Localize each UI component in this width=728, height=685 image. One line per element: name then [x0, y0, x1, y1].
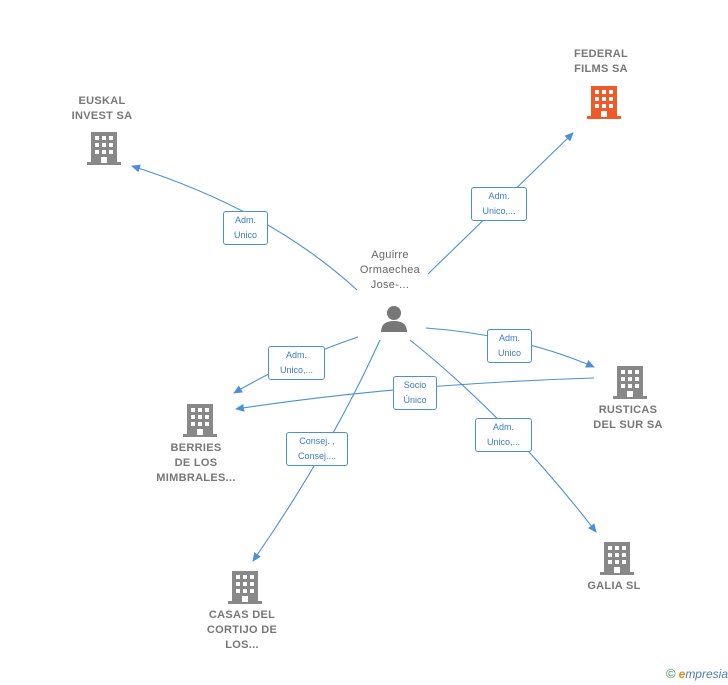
- building-icon[interactable]: [613, 364, 647, 400]
- brand-logo-text: mpresia: [685, 667, 728, 681]
- copyright-icon: ©: [666, 666, 676, 681]
- relation-label-rusticas-del-sur[interactable]: Adm. Unico: [487, 329, 532, 363]
- company-label-federal-films[interactable]: FEDERAL FILMS SA: [573, 48, 629, 75]
- company-label-galia[interactable]: GALIA SL: [587, 580, 641, 592]
- building-icon[interactable]: [587, 84, 621, 120]
- relation-label-galia[interactable]: Adm. Unico,...: [475, 418, 532, 452]
- relation-label-euskal-invest[interactable]: Adm. Unico: [223, 211, 268, 245]
- relation-label-berries[interactable]: Adm. Unico,...: [268, 346, 325, 380]
- company-label-casas-del-cortijo[interactable]: CASAS DEL CORTIJO DE LOS...: [206, 609, 278, 651]
- building-icon[interactable]: [183, 402, 217, 438]
- relation-label-federal-films[interactable]: Adm. Unico,...: [471, 187, 527, 221]
- building-icon[interactable]: [600, 540, 634, 576]
- person-name[interactable]: Aguirre Ormaechea Jose-...: [359, 249, 421, 291]
- brand-logo-initial: e: [678, 667, 686, 681]
- relation-label-berries-socio[interactable]: Socio Único: [393, 376, 437, 410]
- building-icon[interactable]: [87, 130, 121, 166]
- footer-brand[interactable]: ©empresia: [666, 666, 728, 681]
- person-icon[interactable]: [379, 303, 409, 333]
- company-label-rusticas-del-sur[interactable]: RUSTICAS DEL SUR SA: [593, 404, 663, 431]
- company-label-euskal-invest[interactable]: EUSKAL INVEST SA: [71, 95, 133, 122]
- company-label-berries[interactable]: BERRIES DE LOS MIMBRALES...: [156, 442, 236, 484]
- building-icon[interactable]: [228, 569, 262, 605]
- relation-label-casas-del-cortijo[interactable]: Consej. , Consej....: [286, 432, 348, 466]
